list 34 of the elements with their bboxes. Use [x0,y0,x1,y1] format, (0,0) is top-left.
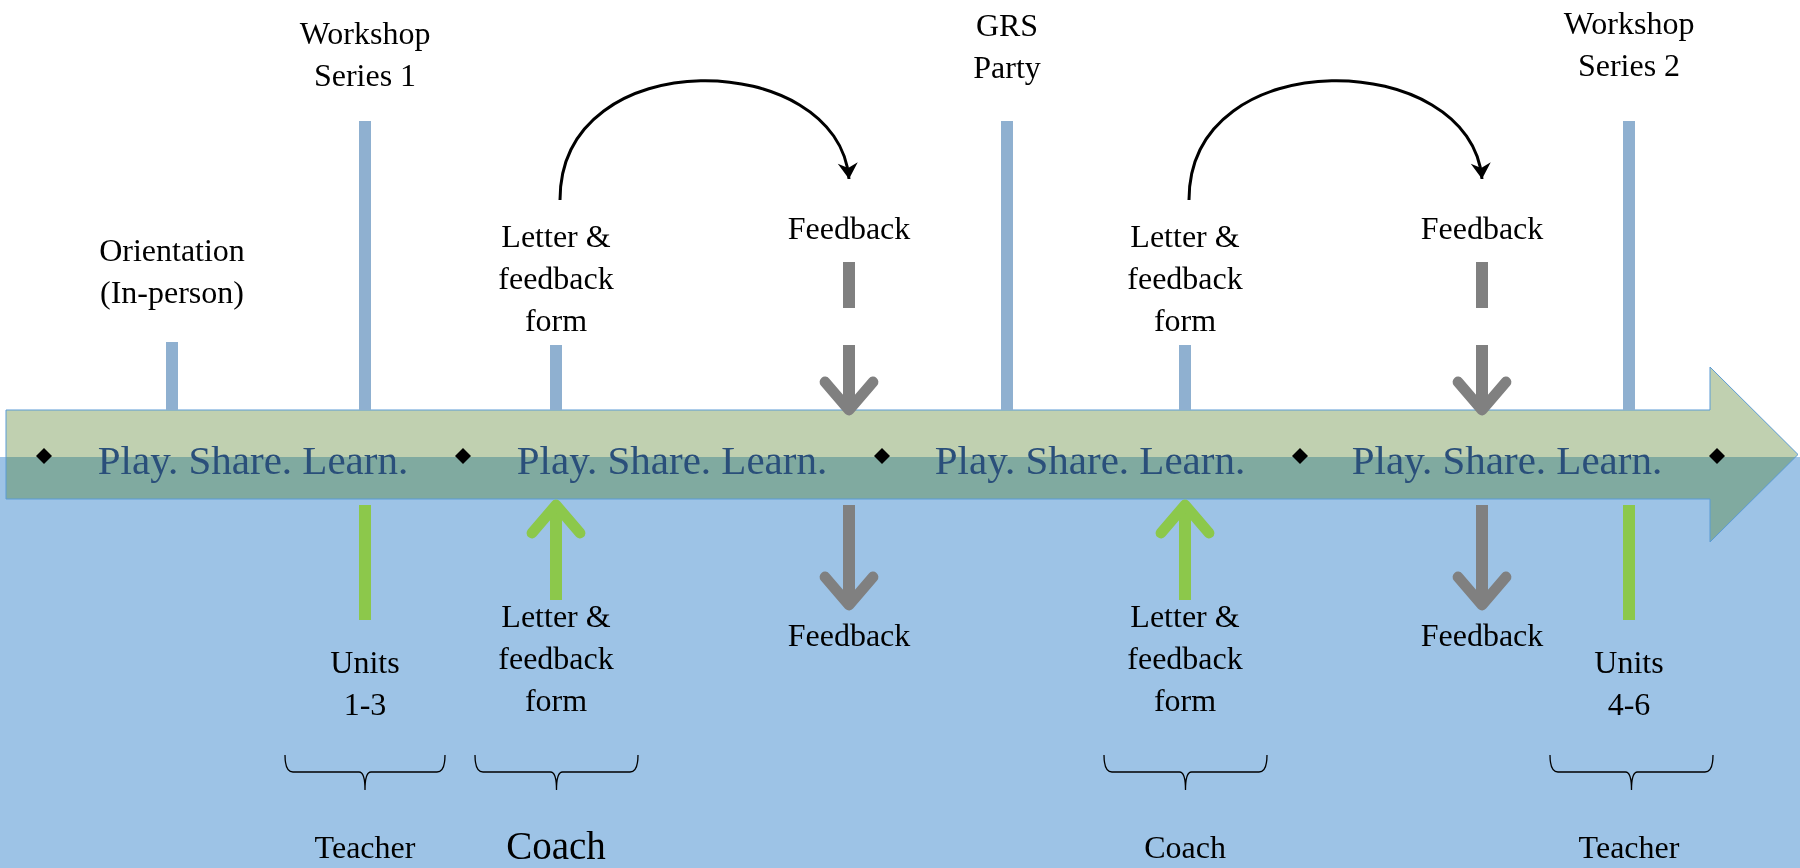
connector-line [1623,505,1635,620]
curved-arrow [1187,79,1488,201]
connector-line [359,121,371,410]
connector-line [166,342,178,410]
event-label: Letter & feedback form [1110,595,1260,721]
event-label: Letter & feedback form [481,595,631,721]
event-label: Workshop Series 1 [285,12,445,96]
connector-line [1001,121,1013,410]
connector-line [1179,345,1191,410]
connector-line [359,505,371,620]
event-label: Letter & feedback form [1110,215,1260,341]
event-label: Units 4-6 [1584,641,1674,725]
curved-arrow [558,79,855,201]
event-label: GRS Party [957,4,1057,88]
arrow [1452,262,1512,416]
role-label: Coach [1144,828,1226,867]
event-label: Feedback [1407,207,1557,249]
role-label: Teacher [1578,828,1680,867]
role-label: Teacher [314,828,416,867]
arrow [1452,505,1512,611]
connector-line [1623,121,1635,410]
event-label: Orientation (In-person) [79,229,265,313]
arrow [526,499,586,600]
arrow [819,262,879,416]
event-label: Feedback [1407,614,1557,656]
event-label: Units 1-3 [320,641,410,725]
arrow [819,505,879,611]
role-label: Coach [506,823,606,868]
event-label: Workshop Series 2 [1549,2,1709,86]
arrow [1155,499,1215,600]
event-label: Letter & feedback form [481,215,631,341]
event-label: Feedback [774,614,924,656]
event-label: Feedback [774,207,924,249]
connector-line [550,345,562,410]
